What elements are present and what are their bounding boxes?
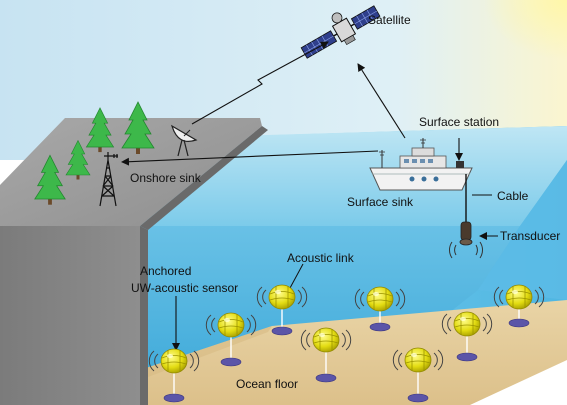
label-transducer: Transducer <box>500 229 560 243</box>
sensor-buoy-icon <box>256 284 308 336</box>
sensor-body <box>404 347 432 373</box>
label-uw-acoustic-sensor: UW-acoustic sensor <box>131 281 238 295</box>
sensor-anchor <box>508 318 530 328</box>
cliff <box>0 226 140 405</box>
sun-glow <box>400 0 567 120</box>
sensor-anchor <box>315 373 337 383</box>
sensor-buoy-icon <box>205 312 257 367</box>
acoustic-link-pointer <box>289 263 304 289</box>
label-ocean-floor: Ocean floor <box>236 377 298 391</box>
sensor-body <box>312 327 340 353</box>
sensor-anchor <box>163 393 185 403</box>
label-cable: Cable <box>497 189 529 203</box>
sensor-body <box>217 312 245 338</box>
sensor-body <box>505 284 533 310</box>
sensor-buoy-icon <box>392 347 444 403</box>
link-ship-onshore <box>121 150 379 166</box>
sensor-buoy-icon <box>493 284 545 328</box>
dish-antenna-icon <box>170 124 198 157</box>
sensor-anchor <box>456 352 478 362</box>
label-onshore-sink: Onshore sink <box>130 171 202 185</box>
link-ship-satellite <box>357 63 406 139</box>
label-surface-sink: Surface sink <box>347 195 414 209</box>
radio-link-shore-satellite <box>191 41 329 125</box>
sensor-buoy-icon <box>148 348 200 403</box>
ship-icon <box>369 138 473 191</box>
label-satellite: Satellite <box>368 13 411 27</box>
sensor-buoy-icon <box>441 311 493 362</box>
transducer-icon <box>448 221 484 259</box>
sensor-body <box>160 348 188 374</box>
water-surface <box>140 126 567 226</box>
sensor-body <box>366 286 394 312</box>
label-surface-station: Surface station <box>419 115 499 129</box>
sensor-body <box>453 311 481 337</box>
radio-tower-icon <box>99 152 118 207</box>
sensor-buoy-icon <box>354 286 406 332</box>
sensor-anchor <box>220 357 242 367</box>
label-acoustic-link: Acoustic link <box>287 251 355 265</box>
water-side-wall <box>478 160 567 300</box>
sensor-anchor <box>271 326 293 336</box>
sensor-anchor <box>407 393 429 403</box>
sensor-anchor <box>369 322 391 332</box>
sensor-body <box>268 284 296 310</box>
sensor-field <box>148 284 545 403</box>
label-anchored: Anchored <box>140 264 191 278</box>
sensor-buoy-icon <box>300 327 352 383</box>
